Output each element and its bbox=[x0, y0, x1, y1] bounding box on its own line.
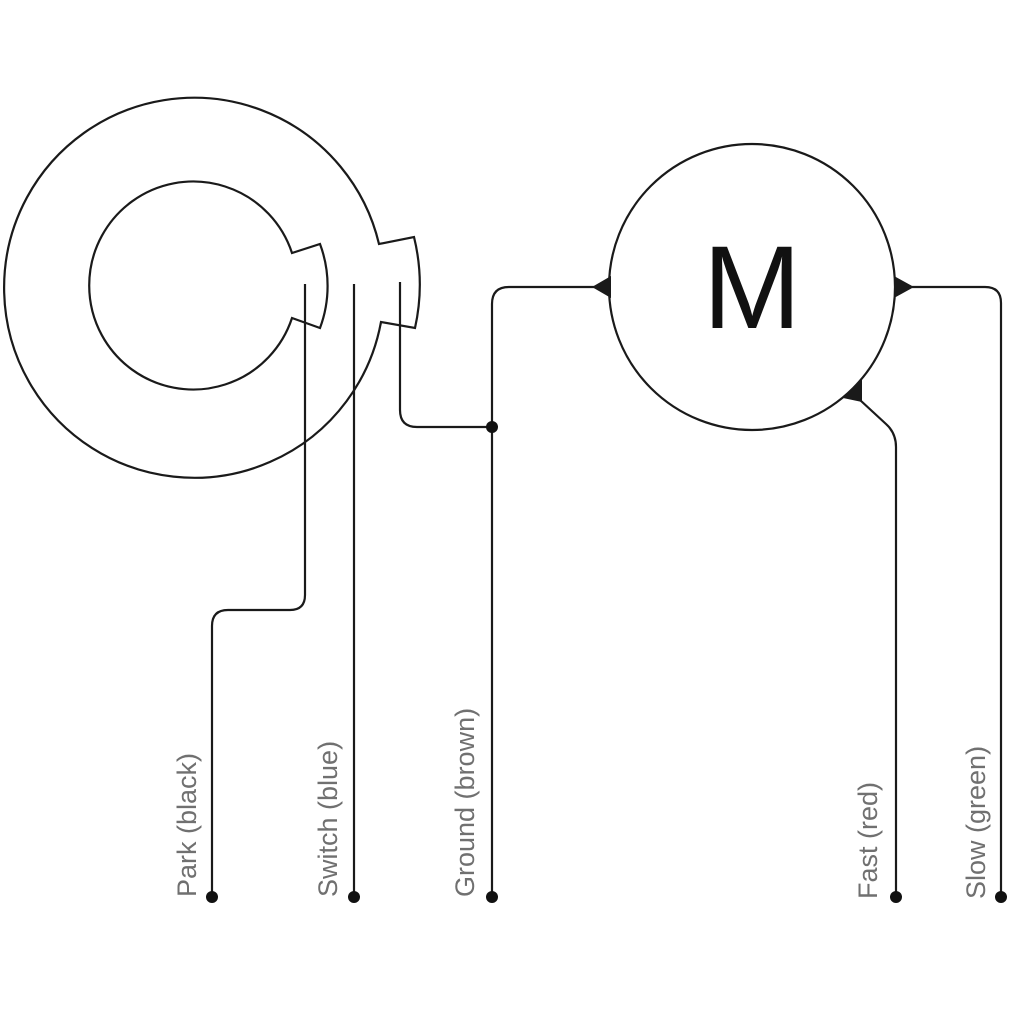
ground-junction bbox=[486, 421, 498, 433]
cam-inner-ring bbox=[88, 180, 329, 391]
switch-terminal bbox=[348, 891, 360, 903]
switch-label: Switch (blue) bbox=[313, 741, 343, 897]
motor-slow-terminal-icon bbox=[894, 276, 914, 298]
park-terminal bbox=[206, 891, 218, 903]
slow-terminal bbox=[995, 891, 1007, 903]
fast-label: Fast (red) bbox=[853, 782, 883, 899]
slow-label: Slow (green) bbox=[961, 746, 991, 899]
park-wire bbox=[210, 284, 307, 897]
cam-outer-ring bbox=[3, 96, 421, 479]
fast-wire bbox=[859, 399, 898, 897]
motor-ground-terminal-icon bbox=[592, 276, 611, 298]
slow-wire bbox=[912, 285, 1003, 897]
ground-label: Ground (brown) bbox=[450, 708, 480, 897]
fast-terminal bbox=[890, 891, 902, 903]
park-label: Park (black) bbox=[172, 753, 202, 897]
ground-terminal bbox=[486, 891, 498, 903]
ground-cam-wire bbox=[398, 282, 492, 429]
motor-symbol: M bbox=[703, 222, 801, 354]
motor-fast-terminal-icon bbox=[843, 378, 862, 402]
ground-wire bbox=[490, 285, 600, 897]
